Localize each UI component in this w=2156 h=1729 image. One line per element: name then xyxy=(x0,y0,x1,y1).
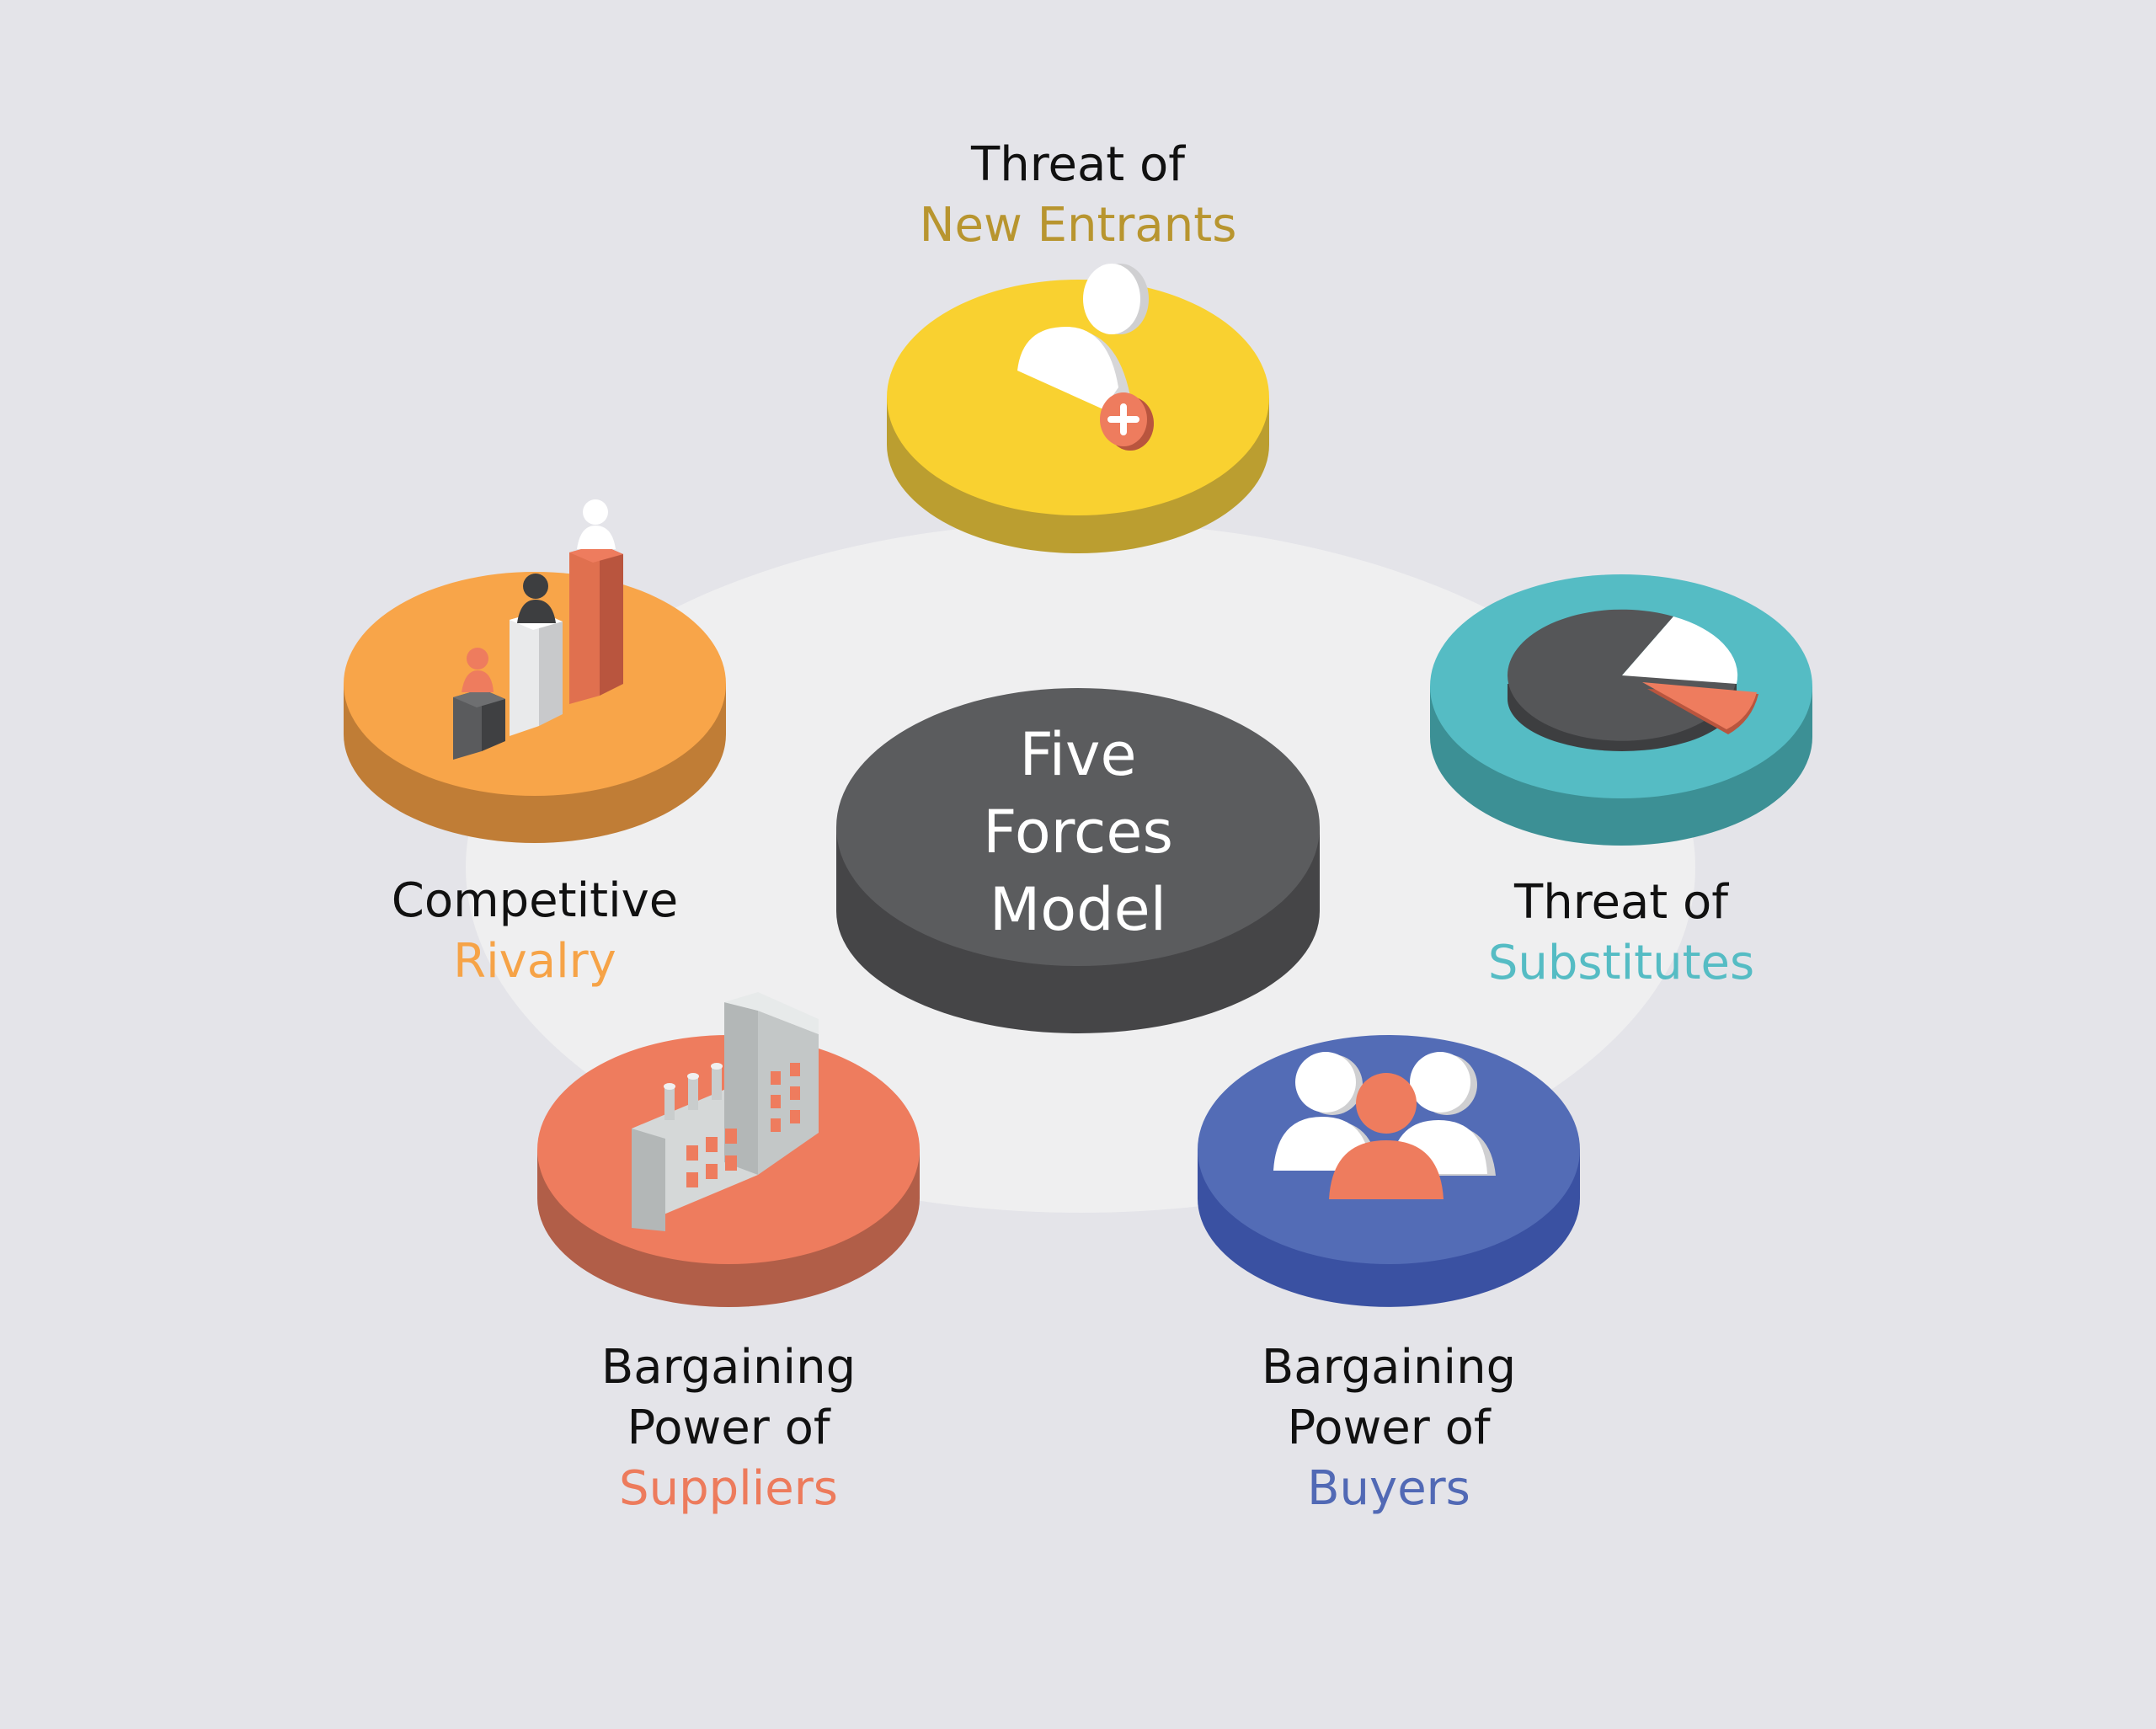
podium-ranking-icon xyxy=(453,499,623,760)
force-new-entrants: Threat of New Entrants xyxy=(887,137,1269,553)
suppliers-label-line1: Bargaining xyxy=(601,1340,856,1395)
new-entrants-label-line2: New Entrants xyxy=(920,198,1237,253)
factory-icon xyxy=(632,992,819,1231)
add-person-icon xyxy=(1017,264,1154,451)
buyers-label-line2: Power of xyxy=(1287,1401,1491,1455)
new-entrants-label-line1: Threat of xyxy=(970,137,1186,192)
suppliers-label-line2: Power of xyxy=(627,1401,830,1455)
suppliers-label-line3: Suppliers xyxy=(619,1461,838,1516)
force-rivalry: Competitive Rivalry xyxy=(344,499,726,989)
pie-chart-icon xyxy=(1508,609,1758,751)
people-group-icon xyxy=(1273,1052,1496,1199)
substitutes-label-line2: Substitutes xyxy=(1488,936,1754,990)
center-disk: Five Forces Model xyxy=(836,688,1320,1033)
rivalry-label-line2: Rivalry xyxy=(453,934,616,989)
force-suppliers: Bargaining Power of Suppliers xyxy=(537,992,920,1516)
force-buyers: Bargaining Power of Buyers xyxy=(1198,1035,1580,1516)
buyers-label-line1: Bargaining xyxy=(1262,1340,1516,1395)
substitutes-label-line1: Threat of xyxy=(1513,875,1729,930)
buyers-label-line3: Buyers xyxy=(1307,1461,1470,1516)
center-title-line2: Forces xyxy=(983,798,1173,867)
rivalry-label-line1: Competitive xyxy=(392,873,679,928)
center-title-line1: Five xyxy=(1019,720,1136,789)
force-substitutes: Threat of Substitutes xyxy=(1430,574,1812,990)
center-title-line3: Model xyxy=(990,875,1166,944)
